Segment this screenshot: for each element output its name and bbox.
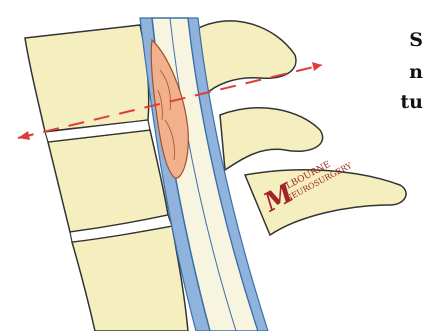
caption-line-1: S [353,30,423,50]
caption-line-3: tu [353,92,423,112]
vertebral-body-upper [25,25,149,132]
vertebral-body-middle [48,130,168,232]
alignment-arrow-head-right [312,62,322,71]
alignment-arrow-head-left [18,131,30,140]
spinous-process-upper [195,21,296,95]
vertebral-body-lower [72,226,188,331]
caption-line-2: n [353,62,423,82]
spinous-process-middle [220,108,323,170]
